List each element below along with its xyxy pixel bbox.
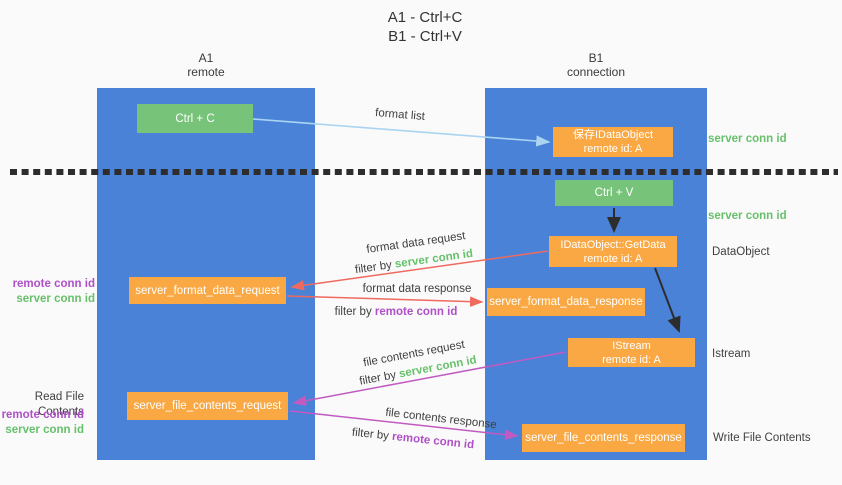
server-file-contents-response-box: server_file_contents_response [522, 424, 685, 452]
ctrl-c-box: Ctrl + C [137, 104, 253, 133]
save-idataobject-box: 保存IDataObject remote id: A [553, 127, 673, 157]
lane-header-a1: A1 remote [97, 51, 315, 79]
filter-by-text: filter by [334, 306, 372, 318]
istream-box: IStream remote id: A [568, 338, 695, 367]
idataobject-getdata-box: IDataObject::GetData remote id: A [549, 236, 677, 267]
server-conn-id-label: server conn id [16, 293, 95, 305]
read-file-contents-label: Read File Contents [34, 391, 84, 418]
server-file-contents-request-box: server_file_contents_request [127, 392, 288, 420]
file-contents-response-filter-label: filter by remote conn id [351, 427, 474, 452]
save-idataobject-line2: remote id: A [583, 143, 643, 155]
server-conn-id-text: server conn id [394, 247, 474, 271]
file-contents-response-label: file contents response [384, 406, 498, 432]
left-conn-id-labels-top: remote conn id server conn id [10, 277, 95, 307]
istream-side-label: Istream [712, 348, 751, 360]
diagram-title: A1 - Ctrl+C B1 - Ctrl+V [330, 8, 520, 46]
server-file-contents-request-label: server_file_contents_request [133, 400, 282, 412]
server-format-data-request-label: server_format_data_request [135, 284, 280, 297]
format-data-response-arrow [286, 295, 484, 307]
ctrl-v-label: Ctrl + V [594, 187, 634, 199]
server-format-data-request-box: server_format_data_request [129, 277, 286, 304]
istream-line1: IStream [612, 339, 651, 352]
save-idataobject-line1: 保存IDataObject [572, 129, 654, 141]
filter-by-text: filter by [358, 369, 398, 388]
ctrl-v-box: Ctrl + V [555, 180, 673, 206]
istream-line2: remote id: A [602, 353, 661, 366]
lane-b1-subtitle: connection [566, 65, 626, 79]
server-format-data-response-box: server_format_data_response [487, 288, 645, 316]
lane-header-b1: B1 connection [485, 51, 707, 79]
lane-a1-subtitle: remote [187, 65, 225, 79]
ctrl-c-label: Ctrl + C [175, 112, 215, 125]
left-conn-id-labels-bottom: remote conn id server conn id [0, 408, 84, 438]
remote-conn-id-label: remote conn id [1, 409, 84, 421]
write-file-contents-label: Write File Contents [713, 432, 811, 444]
remote-conn-id-text: remote conn id [374, 306, 458, 318]
server-file-contents-response-label: server_file_contents_response [525, 432, 682, 444]
remote-conn-id-label: remote conn id [12, 278, 95, 290]
title-line-b1: B1 - Ctrl+V [388, 28, 462, 45]
server-conn-id-label-mid: server conn id [708, 210, 787, 222]
filter-by-text: filter by [351, 426, 390, 443]
remote-conn-id-text: remote conn id [391, 430, 475, 452]
idataobject-getdata-line2: remote id: A [583, 252, 643, 265]
server-conn-id-label-top: server conn id [708, 133, 787, 145]
format-list-label: format list [374, 107, 426, 123]
idataobject-getdata-line1: IDataObject::GetData [560, 238, 666, 251]
server-conn-id-label: server conn id [5, 424, 84, 436]
server-format-data-response-label: server_format_data_response [489, 296, 643, 308]
format-data-response-label: format data response [362, 283, 472, 295]
title-line-a1: A1 - Ctrl+C [387, 9, 463, 26]
lane-a1-id: A1 [198, 51, 214, 65]
dataobject-label: DataObject [712, 246, 770, 258]
lane-b1-id: B1 [588, 51, 604, 65]
format-data-response-filter-label: filter by remote conn id [335, 306, 458, 318]
filter-by-text: filter by [354, 259, 393, 277]
